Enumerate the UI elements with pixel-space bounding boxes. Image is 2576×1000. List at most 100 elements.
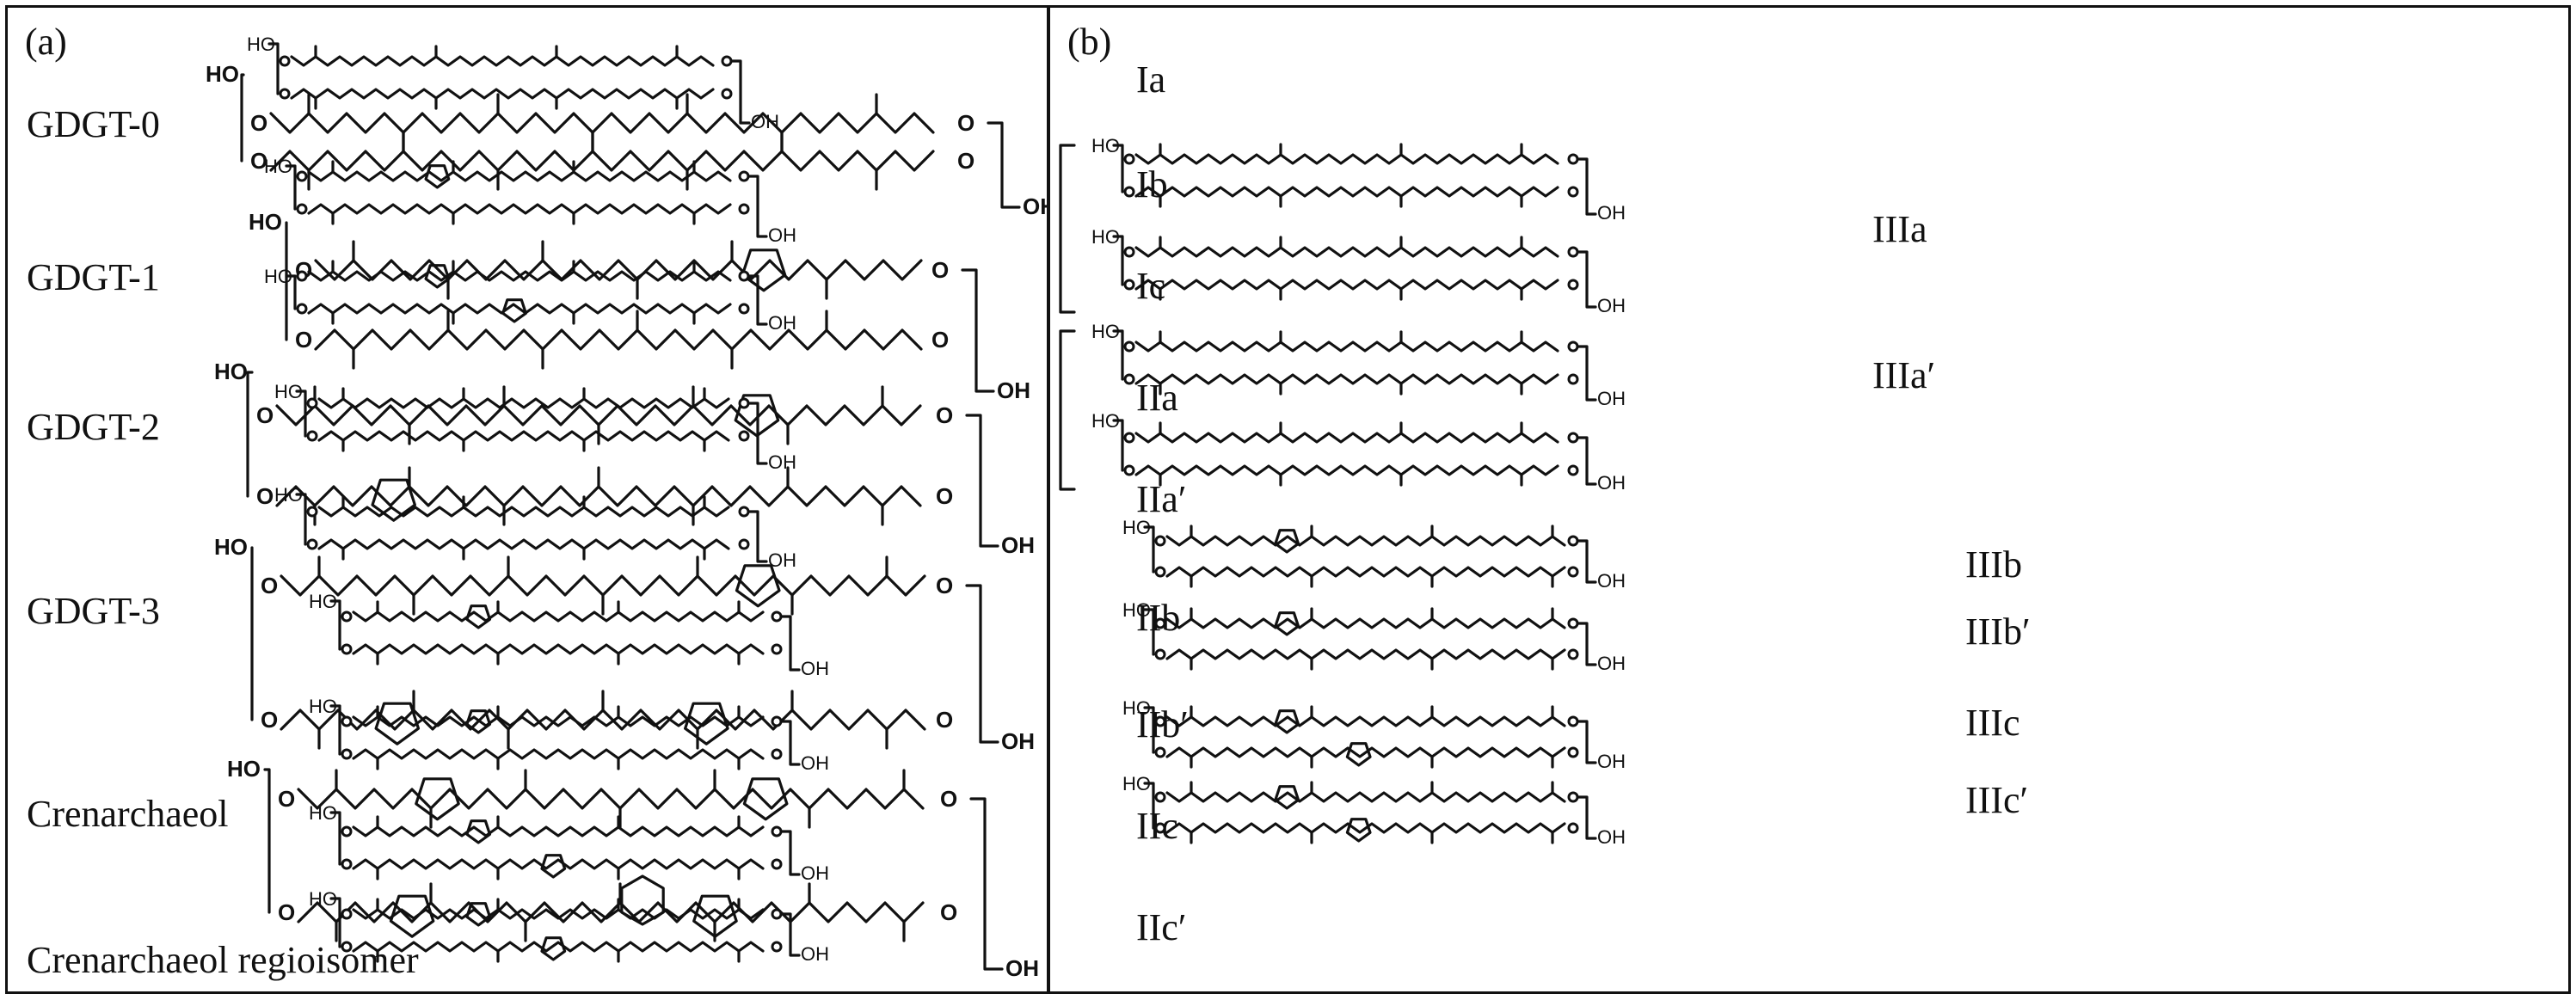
ether-oxygen [1567,464,1579,476]
ether-oxygen [1567,791,1579,803]
glycerol-backbone [1143,706,1155,754]
ether-oxygen [1154,715,1166,727]
oh-label: OH [768,549,796,571]
ether-oxygen [341,858,353,870]
glycerol-backbone [780,830,801,876]
cyclopentane-ring [465,604,492,629]
label-gdgt-1: GDGT-1 [27,256,160,298]
ether-oxygen [1154,746,1166,758]
ether-oxygen [1567,822,1579,834]
ether-oxygen [1123,186,1135,198]
alkyl-chain-bottom [1134,279,1559,291]
alkyl-chain-top [1165,715,1566,727]
ether-oxygen [1123,153,1135,165]
ether-oxygen [738,538,750,550]
ether-oxygen [341,610,353,623]
ether-oxygen [1123,373,1135,385]
ether-oxygen: O [931,257,949,283]
alkyl-chain-top [307,270,732,282]
oh-label: OH [751,111,779,132]
ether-oxygen [306,397,318,409]
panel-a-isoprenoid-gdgts: (a) GDGT-0 GDGT-1 GDGT-2 GDGT-3 Crenarch… [5,5,1056,994]
alkyl-chain-bottom [1134,373,1559,385]
glycerol-backbone [295,493,307,546]
ether-oxygen [1567,746,1579,758]
glycerol-backbone [246,371,254,498]
label-IIIb: IIIb [1965,543,2022,586]
ether-oxygen [771,643,783,655]
biphytane-chain-bottom [297,901,925,923]
ether-oxygen [1154,791,1166,803]
ether-oxygen [1567,153,1579,165]
glycerol-backbone [240,73,245,163]
glycerol-backbone [263,768,271,914]
alkyl-chain-top [352,610,765,623]
glycerol-backbone [1577,157,1597,216]
alkyl-chain-bottom [1134,186,1559,198]
cyclopentane-ring [742,777,789,821]
oh-label: OH [1005,955,1039,981]
label-IIb: IIb [1136,597,1181,639]
glycerol-backbone [1112,419,1124,472]
cyclopentane-ring [1345,818,1372,843]
ether-oxygen [738,506,750,518]
ether-oxygen [306,538,318,550]
ether-oxygen [306,506,318,518]
alkyl-chain-bottom [1165,746,1566,758]
glycerol-backbone [780,615,801,672]
ether-oxygen [1154,617,1166,629]
cyclopentane-ring [424,164,451,189]
alkyl-chain-top [1134,340,1559,353]
alkyl-chain-bottom [317,430,730,442]
ho-label: HO [214,534,248,560]
label-Ia: Ia [1136,58,1166,101]
ether-oxygen: O [940,786,957,812]
oh-label: OH [801,862,829,884]
ether-oxygen [1123,432,1135,444]
glycerol-backbone [1577,795,1597,840]
ether-oxygen [1567,432,1579,444]
alkyl-chain-top [1165,791,1566,803]
glycerol-backbone [329,599,341,651]
ether-oxygen [771,908,783,920]
ether-oxygen [341,908,353,920]
ether-oxygen [341,715,353,727]
glycerol-backbone [295,390,307,438]
alkyl-chain-top [1165,535,1566,547]
glycerol-backbone [1577,250,1597,309]
cyclohexane-ring [620,874,665,926]
biphytane-chain-bottom [314,328,923,351]
alkyl-chain-top [352,908,765,920]
ether-oxygen [1154,822,1166,834]
alkyl-chain-top [307,170,732,182]
label-crenarchaeol: Crenarchaeol [27,793,229,835]
cyclopentane-ring [734,394,780,438]
ether-oxygen [1154,648,1166,660]
ether-oxygen [296,303,308,315]
oh-label: OH [1597,826,1626,848]
glycerol-backbone [267,42,280,95]
ether-oxygen [1154,566,1166,578]
ether-oxygen [1567,535,1579,547]
ether-oxygen: O [936,573,953,598]
ether-oxygen [721,55,733,67]
ether-oxygen [771,941,783,953]
ether-oxygen: O [936,402,953,428]
ether-oxygen [1567,617,1579,629]
label-IIIa-prime: IIIa′ [1872,354,1936,396]
cyclopentane-ring [540,936,567,961]
cyclopentane-ring [540,854,567,879]
ether-oxygen [1567,715,1579,727]
ether-oxygen [1567,373,1579,385]
label-IIc-prime: IIc′ [1136,906,1187,948]
glycerol-backbone [747,510,768,563]
label-IIIc: IIIc [1965,702,2020,744]
oh-label: OH [1597,653,1626,674]
biphytane-chain-top [297,788,925,810]
label-gdgt-0: GDGT-0 [27,103,160,145]
ether-oxygen: O [256,402,274,428]
ether-oxygen [738,430,750,442]
ether-oxygen [771,748,783,760]
alkyl-chain-top [352,825,765,837]
ether-oxygen: O [261,573,278,598]
